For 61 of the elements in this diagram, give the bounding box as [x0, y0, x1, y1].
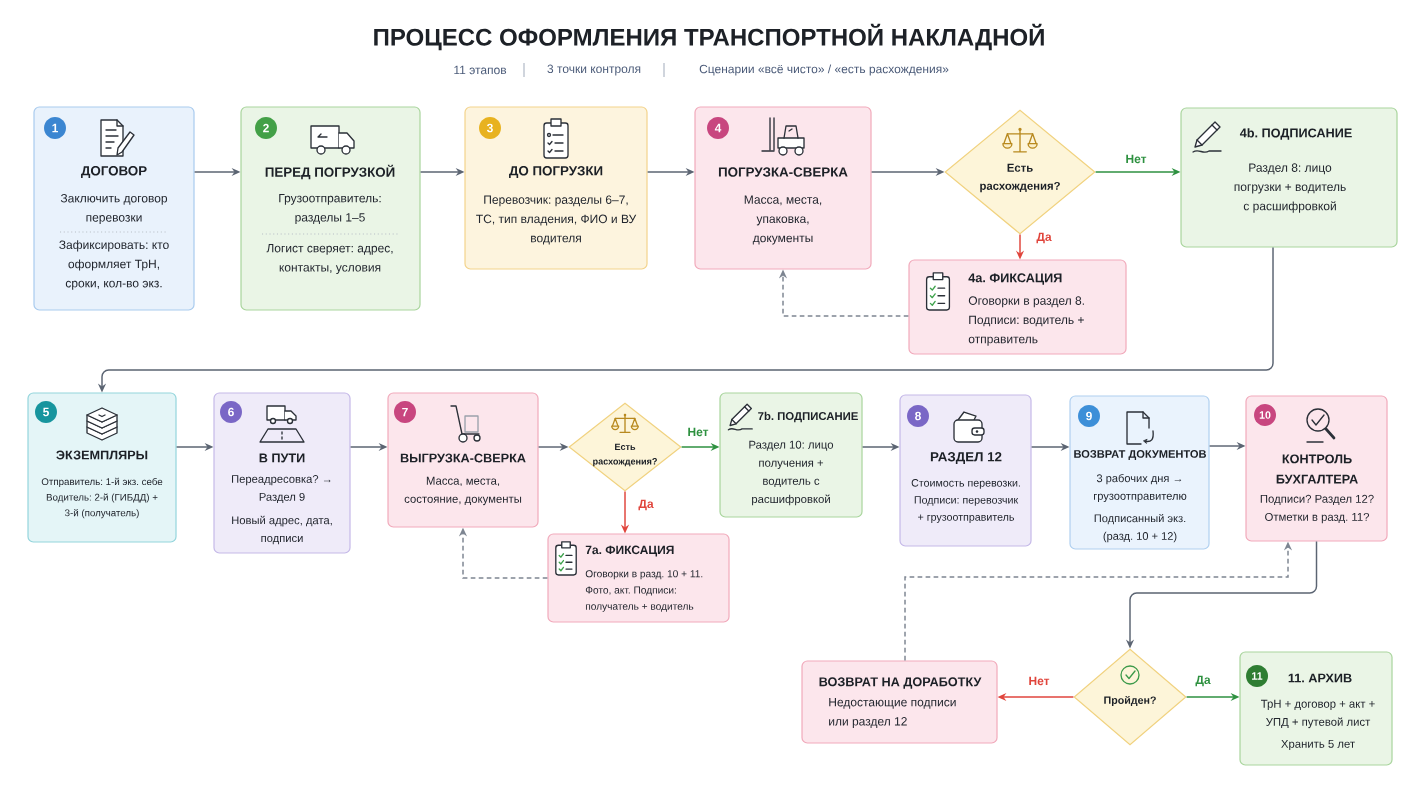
step-text: ТрН + договор + акт + УПД + путевой лист [1261, 699, 1375, 729]
step-text: Новый адрес, дата, подписи [232, 515, 332, 545]
step-text: Перевозчик: разделы 6–7, ТС, тип владения, ФИО и ВУ водителя [476, 195, 637, 245]
step-text: Переадресовка? → Раздел 9 [232, 475, 331, 503]
step-text: Оговорки в раздел 8. Подписи: водитель + отправитель [968, 296, 1084, 346]
step-text: Отправитель: 1-й экз. себе Водитель: 2-й (ГИБДД) + 3-й (получатель) [41, 477, 163, 519]
step-title: ЭКЗЕМПЛЯРЫ [56, 450, 148, 460]
step-text: 3 рабочих дня → грузоотправителю [1094, 473, 1187, 503]
step-text: Недостающие подписи или раздел 12 [829, 698, 956, 728]
question-text: Есть расхождения? [980, 163, 1060, 193]
step-title: 4a. ФИКСАЦИЯ [968, 273, 1062, 285]
step-title: 11. АРХИВ [1288, 673, 1352, 683]
step-title: КОНТРОЛЬ БУХГАЛТЕРА [1276, 454, 1358, 484]
step-title: ПОГРУЗКА-СВЕРКА [718, 167, 848, 177]
number-badge: 3 [479, 117, 501, 139]
step-title: ВОЗВРАТ НА ДОРАБОТКУ [819, 677, 982, 689]
step-title: ДОГОВОР [81, 166, 147, 178]
step-title: ВОЗВРАТ ДОКУМЕНТОВ [1074, 450, 1206, 460]
step-title: ПЕРЕД ПОГРУЗКОЙ [265, 164, 395, 180]
title: ПРОЦЕСС ОФОРМЛЕНИЯ ТРАНСПОРТНОЙ НАКЛАДНОЙ [374, 23, 1044, 51]
step-text: Стоимость перевозки. Подписи: перевозчик + грузоотправитель [911, 479, 1020, 523]
edge-label: Нет [1026, 674, 1052, 688]
step-title: РАЗДЕЛ 12 [930, 452, 1002, 464]
subtitle: 3 точки контроля [547, 64, 641, 76]
step-title: 4b. ПОДПИСАНИЕ [1239, 128, 1352, 140]
subtitle: 11 этапов [454, 65, 507, 75]
number-badge: 8 [907, 405, 929, 427]
step-text: Раздел 8: лицо погрузки + водитель с расшифровкой [1234, 163, 1346, 213]
step-text: Хранить 5 лет [1281, 739, 1355, 751]
edge-label: Нет [1123, 152, 1149, 166]
step-text: Масса, места, состояние, документы [404, 476, 522, 506]
step-title: ВЫГРУЗКА-СВЕРКА [400, 453, 526, 463]
step-text: Раздел 10: лицо получения + водитель с расшифровкой [749, 440, 834, 506]
step-title: В ПУТИ [259, 453, 305, 463]
question-text: Пройден? [1104, 695, 1156, 707]
number-badge: 5 [35, 401, 57, 423]
edge-label: Нет [685, 425, 711, 439]
step-text: Зафиксировать: кто оформляет ТрН, сроки, кол-во экз. [59, 240, 169, 290]
number-badge: 1 [44, 117, 66, 139]
edge-label: Да [1193, 673, 1213, 689]
step-text: Логист сверяет: адрес, контакты, условия [266, 244, 393, 274]
step-title: 7b. ПОДПИСАНИЕ [758, 411, 858, 423]
step-text: Заключить договор перевозки [60, 193, 168, 225]
step-text: Подписанный экз. (разд. 10 + 12) [1094, 513, 1186, 543]
subtitle: Сценарии «всё чисто» / «есть расхождения» [699, 64, 949, 76]
step-text: Масса, места, упаковка, документы [744, 195, 822, 245]
question-text: Есть расхождения? [593, 443, 657, 467]
number-badge: 7 [394, 401, 416, 423]
step-text: Подписи? Раздел 12? Отметки в разд. 11? [1260, 494, 1374, 524]
step-text: Грузоотправитель: разделы 1–5 [279, 194, 381, 224]
number-badge: 9 [1078, 405, 1100, 427]
number-badge: 6 [220, 401, 242, 423]
step-text: Оговорки в разд. 10 + 11. Фото, акт. Подписи: получатель + водитель [585, 570, 703, 612]
number-badge: 2 [255, 117, 277, 139]
edge-label: Да [1034, 230, 1054, 246]
number-badge: 10 [1254, 404, 1276, 426]
step-title: ДО ПОГРУЗКИ [509, 166, 603, 178]
number-badge: 4 [707, 117, 729, 139]
number-badge: 11 [1246, 665, 1268, 687]
step-title: 7a. ФИКСАЦИЯ [585, 545, 674, 557]
edge-label: Да [636, 497, 656, 513]
